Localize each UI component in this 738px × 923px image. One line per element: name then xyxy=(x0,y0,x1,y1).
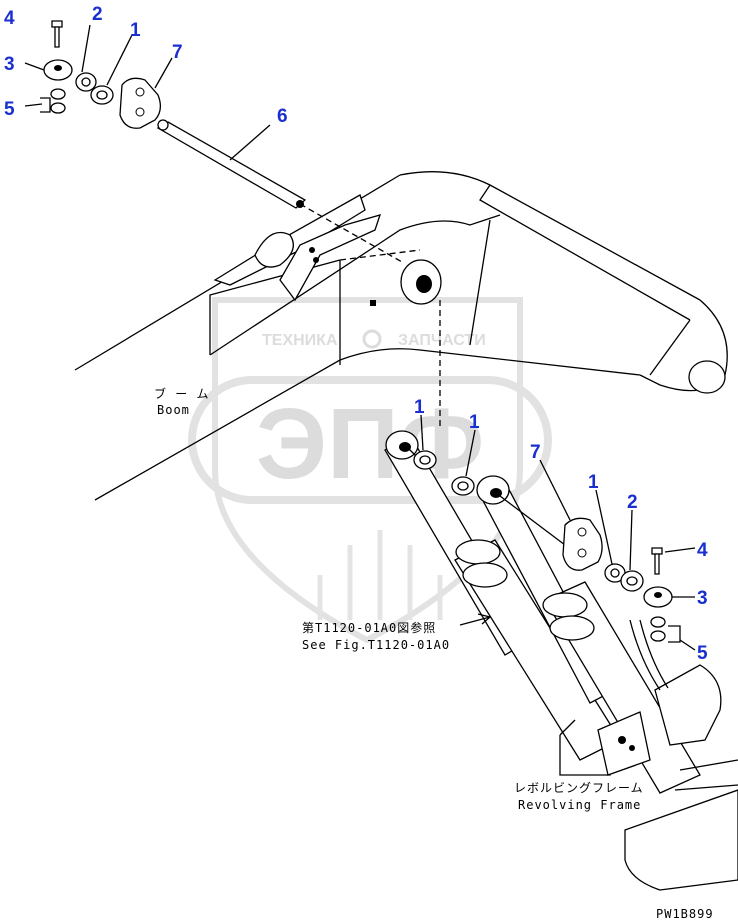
label-frame-jp: レボルビングフレーム xyxy=(514,781,644,795)
callout-1-mid-a: 1 xyxy=(414,397,425,418)
bolt-right xyxy=(651,547,663,555)
watermark-text-right: ЗАПЧАСТИ xyxy=(398,332,486,349)
watermark-badge xyxy=(188,376,552,504)
watermark-logo-text: ЭПФ xyxy=(256,388,484,500)
callout-6: 6 xyxy=(277,106,288,127)
watermark-gear-icon xyxy=(362,329,382,349)
watermark: ТЕХНИКА ЗАПЧАСТИ ЭПФ xyxy=(188,297,552,644)
drawing-code: PW1B899 xyxy=(656,907,714,921)
callout-3-right: 3 xyxy=(697,588,708,609)
boom xyxy=(74,171,728,501)
boom-cylinders xyxy=(384,300,701,794)
bolt-top xyxy=(51,20,63,28)
watermark-wheat-icon xyxy=(317,530,443,620)
text-labels: ブ ー ム Boom 第T1120-01A0図参照 See Fig.T1120-… xyxy=(154,386,714,921)
label-boom-en: Boom xyxy=(157,403,190,417)
callout-4-right: 4 xyxy=(697,540,708,561)
label-boom-jp: ブ ー ム xyxy=(154,386,209,401)
callout-5-top: 5 xyxy=(4,99,15,120)
label-see-fig-jp: 第T1120-01A0図参照 xyxy=(302,620,436,635)
plate-right xyxy=(562,517,603,571)
label-frame-en: Revolving Frame xyxy=(518,798,641,812)
middle-washers xyxy=(413,450,475,496)
pin-6 xyxy=(156,121,307,209)
callout-1-mid-b: 1 xyxy=(469,412,480,433)
callout-2-top: 2 xyxy=(92,4,103,25)
top-exploded-parts xyxy=(40,20,403,263)
leader-lines xyxy=(24,24,696,651)
callout-5-right: 5 xyxy=(697,643,708,664)
label-see-fig-en: See Fig.T1120-01A0 xyxy=(302,638,450,652)
callout-7-top: 7 xyxy=(172,42,183,63)
callout-2-right: 2 xyxy=(627,492,638,513)
right-exploded-parts xyxy=(562,517,681,643)
callouts: 4 2 1 7 3 5 6 1 1 7 1 2 4 3 5 xyxy=(4,4,708,664)
revolving-frame xyxy=(559,619,738,891)
watermark-text-left: ТЕХНИКА xyxy=(262,332,338,349)
boom-bracket xyxy=(213,194,382,302)
callout-4-top: 4 xyxy=(4,8,15,29)
plate-top xyxy=(119,77,162,129)
callout-7-right: 7 xyxy=(530,442,541,463)
callout-1-right: 1 xyxy=(588,472,599,493)
callout-1-top: 1 xyxy=(130,20,141,41)
callout-3-top: 3 xyxy=(4,54,15,75)
